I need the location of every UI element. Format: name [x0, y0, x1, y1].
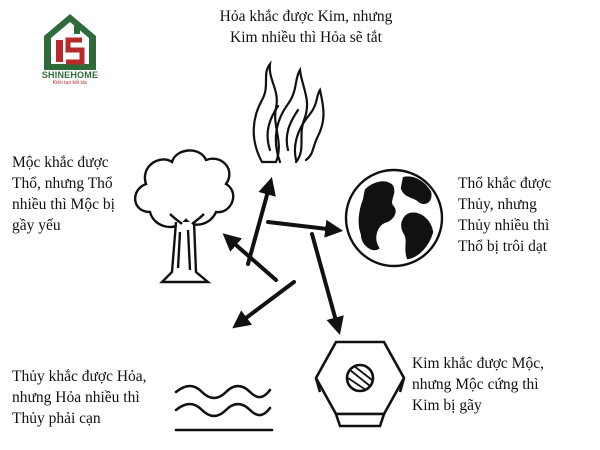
caption-line: Hỏa khắc được Kim, nhưng [219, 8, 393, 25]
caption-line: Thổ, nhưng Thổ [12, 175, 113, 192]
shinehome-logo [44, 14, 96, 70]
arrow-to-water [232, 280, 296, 329]
caption-line: Kim khắc được Mộc, [412, 355, 544, 372]
caption-line: Thổ khắc được [458, 175, 552, 192]
caption-line: Thủy, nhưng [458, 196, 537, 213]
caption-earth: Thổ khắc được Thủy, nhưng Thủy nhiều thì… [458, 173, 551, 257]
caption-fire: Hỏa khắc được Kim, nhưng Kim nhiều thì H… [206, 6, 406, 48]
caption-line: gầy yếu [12, 217, 61, 234]
tree-icon [134, 149, 235, 284]
flame-icon [252, 60, 325, 164]
arrow-to-earth [266, 219, 344, 238]
caption-wood: Mộc khắc được Thổ, nhưng Thổ nhiều thì M… [12, 152, 115, 236]
caption-line: Kim nhiều thì Hỏa sẽ tắt [230, 29, 382, 46]
cycle-arrows [222, 177, 344, 335]
water-waves-icon [174, 384, 274, 432]
arrow-to-fire [246, 177, 276, 266]
globe-icon [344, 168, 444, 268]
caption-water: Thủy khắc được Hỏa, nhưng Hỏa nhiều thì … [12, 366, 147, 429]
caption-line: Mộc khắc được [12, 154, 109, 171]
caption-line: Thủy phải cạn [12, 410, 101, 427]
brand-name: SHINEHOME [41, 70, 99, 80]
caption-line: nhưng Hỏa nhiều thì [12, 389, 140, 406]
caption-line: Thổ bị trôi dạt [458, 238, 548, 255]
hex-nut-icon [314, 340, 406, 428]
caption-line: Thủy nhiều thì [458, 217, 550, 234]
caption-line: nhưng Mộc cứng thì [412, 376, 539, 393]
caption-line: Kim bị gãy [412, 397, 482, 414]
caption-line: Thủy khắc được Hỏa, [12, 368, 147, 385]
caption-metal: Kim khắc được Mộc, nhưng Mộc cứng thì Ki… [412, 353, 544, 416]
brand-tagline: Kiến tạo kết tác [52, 80, 88, 86]
caption-line: nhiều thì Mộc bị [12, 196, 115, 213]
arrow-to-metal [310, 232, 344, 335]
arrow-to-wood [222, 233, 278, 282]
